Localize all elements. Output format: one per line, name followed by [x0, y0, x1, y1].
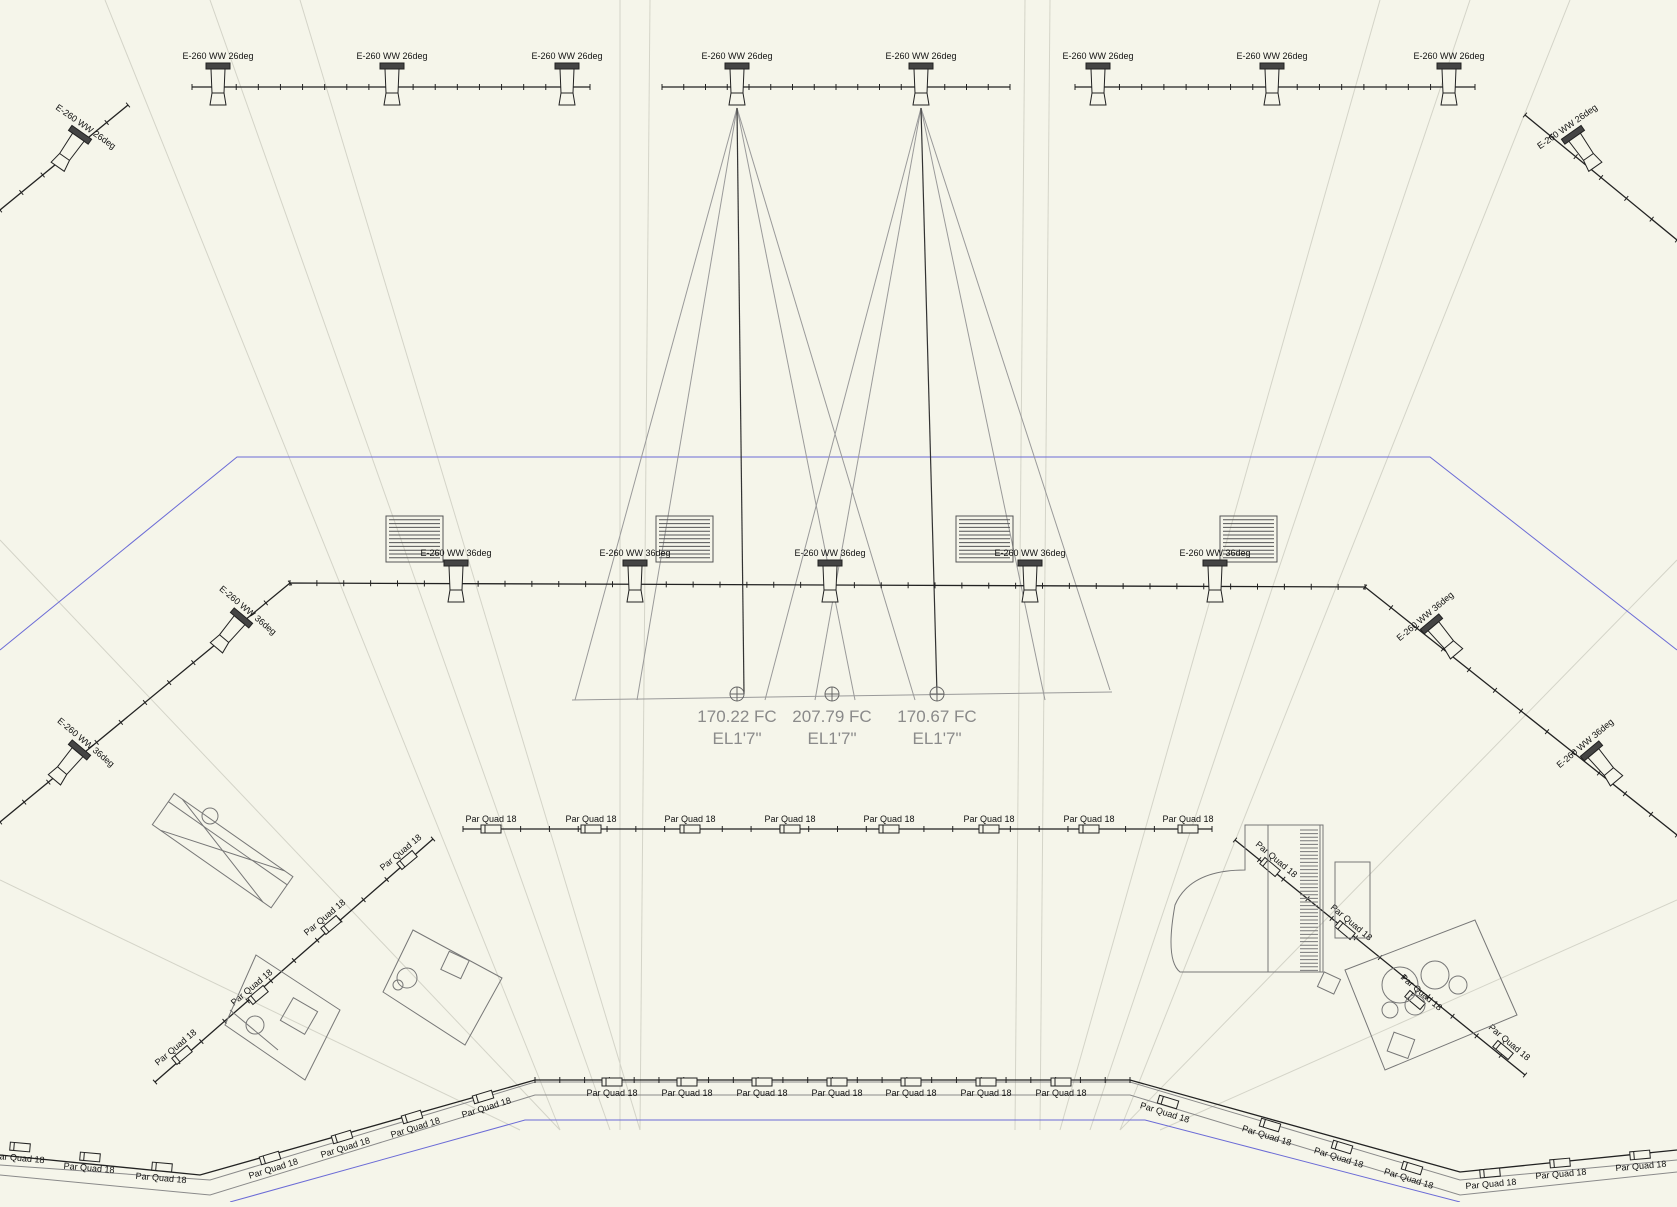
fixture-label: Par Quad 18 — [465, 814, 516, 824]
fixture-label: Par Quad 18 — [1035, 1088, 1086, 1098]
par-downstage-center-7[interactable]: Par Quad 18 — [1035, 1078, 1086, 1098]
fixture-36-mid-1[interactable]: E-260 WW 36deg — [420, 548, 491, 602]
par-downstage-center-2[interactable]: Par Quad 18 — [661, 1078, 712, 1098]
fixture-36-right-2[interactable]: E-260 WW 36deg — [1555, 717, 1644, 804]
fixture-label: E-260 WW 26deg — [531, 51, 602, 61]
fixture-26-top-8[interactable]: E-260 WW 26deg — [1413, 51, 1484, 105]
fixture-26-top-4[interactable]: E-260 WW 26deg — [701, 51, 772, 105]
fixture-36-mid-3[interactable]: E-260 WW 36deg — [794, 548, 865, 602]
par-right-diag-2[interactable]: Par Quad 18 — [1323, 902, 1374, 949]
calc-point-1[interactable]: 170.22 FC EL1'7" — [697, 687, 776, 748]
stool-right[interactable] — [1317, 972, 1340, 994]
fixture-26-top-2[interactable]: E-260 WW 26deg — [356, 51, 427, 105]
par-downstage-center-6[interactable]: Par Quad 18 — [960, 1078, 1011, 1098]
par-upstage-1[interactable]: Par Quad 18 — [465, 814, 516, 833]
par-left-diag-1[interactable]: Par Quad 18 — [153, 1027, 204, 1074]
par-right-diag-1[interactable]: Par Quad 18 — [1248, 839, 1299, 886]
fixture-label: E-260 WW 26deg — [182, 51, 253, 61]
fixture-label: E-260 WW 26deg — [356, 51, 427, 61]
fixture-26-top-7[interactable]: E-260 WW 26deg — [1236, 51, 1307, 105]
fixture-label: E-260 WW 36deg — [1179, 548, 1250, 558]
fixture-36-left-2[interactable]: E-260 WW 36deg — [27, 716, 116, 803]
fixture-label: Par Quad 18 — [1063, 814, 1114, 824]
par-left-diag-4[interactable]: Par Quad 18 — [378, 832, 429, 879]
fixture-26-diag-right[interactable]: E-260 WW 26deg — [1535, 102, 1624, 187]
par-upstage-4[interactable]: Par Quad 18 — [764, 814, 815, 833]
par-upstage-5[interactable]: Par Quad 18 — [863, 814, 914, 833]
fixture-36-right-1[interactable]: E-260 WW 36deg — [1395, 590, 1484, 677]
par-downstage-center-4[interactable]: Par Quad 18 — [811, 1078, 862, 1098]
fixture-label: E-260 WW 26deg — [54, 102, 118, 151]
par-upstage-7[interactable]: Par Quad 18 — [1063, 814, 1114, 833]
fixture-label: Par Quad 18 — [1615, 1159, 1667, 1173]
pipe-ticks — [0, 84, 1677, 1084]
fixture-label: E-260 WW 36deg — [794, 548, 865, 558]
par-downstage-left-1[interactable]: Par Quad 18 — [0, 1141, 46, 1165]
beam-centers — [737, 108, 937, 694]
platform-left[interactable] — [225, 955, 340, 1080]
fixture-label: Par Quad 18 — [963, 814, 1014, 824]
fixture-label: Par Quad 18 — [960, 1088, 1011, 1098]
calc-point-3[interactable]: 170.67 FC EL1'7" — [897, 687, 976, 748]
fixture-label: E-260 WW 26deg — [1236, 51, 1307, 61]
fixture-label: Par Quad 18 — [63, 1161, 115, 1175]
par-left-diag-3[interactable]: Par Quad 18 — [302, 897, 353, 944]
fixture-26-top-1[interactable]: E-260 WW 26deg — [182, 51, 253, 105]
par-upstage-2[interactable]: Par Quad 18 — [565, 814, 616, 833]
platform-center-left[interactable] — [383, 930, 502, 1045]
par-left-diag-2[interactable]: Par Quad 18 — [229, 967, 280, 1014]
par-upstage-8[interactable]: Par Quad 18 — [1162, 814, 1213, 833]
calc-fc-2: 207.79 FC — [792, 707, 871, 726]
fixture-label: E-260 WW 26deg — [1062, 51, 1133, 61]
calc-fc-1: 170.22 FC — [697, 707, 776, 726]
fixture-label: E-260 WW 26deg — [1535, 102, 1599, 151]
fixture-label: Par Quad 18 — [586, 1088, 637, 1098]
par-downstage-center-1[interactable]: Par Quad 18 — [586, 1078, 637, 1098]
beam-spreads — [572, 108, 1112, 700]
fixture-label: Par Quad 18 — [764, 814, 815, 824]
par-downstage-right-3[interactable]: Par Quad 18 — [1313, 1136, 1368, 1170]
fixture-label: E-260 WW 26deg — [701, 51, 772, 61]
fixture-label: Par Quad 18 — [0, 1151, 45, 1165]
par-downstage-left-6[interactable]: Par Quad 18 — [386, 1106, 441, 1140]
par-downstage-center-3[interactable]: Par Quad 18 — [736, 1078, 787, 1098]
fixture-26-top-3[interactable]: E-260 WW 26deg — [531, 51, 602, 105]
fixture-label: Par Quad 18 — [1535, 1167, 1587, 1181]
stool-left[interactable] — [202, 808, 218, 824]
fixture-label: Par Quad 18 — [565, 814, 616, 824]
fixture-36-left-1[interactable]: E-260 WW 36deg — [189, 584, 278, 671]
keyboard-left[interactable] — [152, 793, 293, 907]
calc-el-2: EL1'7" — [808, 729, 857, 748]
par-downstage-center-5[interactable]: Par Quad 18 — [885, 1078, 936, 1098]
par-downstage-left-2[interactable]: Par Quad 18 — [63, 1151, 116, 1175]
fixture-label: E-260 WW 26deg — [1413, 51, 1484, 61]
par-downstage-left-5[interactable]: Par Quad 18 — [316, 1126, 371, 1160]
calc-el-1: EL1'7" — [713, 729, 762, 748]
fixture-label: Par Quad 18 — [736, 1088, 787, 1098]
fixture-36-mid-4[interactable]: E-260 WW 36deg — [994, 548, 1065, 602]
calc-el-3: EL1'7" — [913, 729, 962, 748]
fixture-label: Par Quad 18 — [885, 1088, 936, 1098]
fixture-label: Par Quad 18 — [664, 814, 715, 824]
fixture-label: E-260 WW 26deg — [885, 51, 956, 61]
par-upstage-6[interactable]: Par Quad 18 — [963, 814, 1014, 833]
fixture-label: E-260 WW 36deg — [994, 548, 1065, 558]
fixture-36-mid-2[interactable]: E-260 WW 36deg — [599, 548, 670, 602]
fixture-36-mid-5[interactable]: E-260 WW 36deg — [1179, 548, 1250, 602]
fixture-label: Par Quad 18 — [1162, 814, 1213, 824]
fixture-26-top-5[interactable]: E-260 WW 26deg — [885, 51, 956, 105]
fixture-label: E-260 WW 36deg — [599, 548, 670, 558]
fixture-label: E-260 WW 36deg — [420, 548, 491, 558]
calc-fc-3: 170.67 FC — [897, 707, 976, 726]
fixture-26-top-6[interactable]: E-260 WW 26deg — [1062, 51, 1133, 105]
fixture-label: Par Quad 18 — [863, 814, 914, 824]
fixture-label: Par Quad 18 — [811, 1088, 862, 1098]
fixture-label: Par Quad 18 — [661, 1088, 712, 1098]
par-downstage-right-4[interactable]: Par Quad 18 — [1383, 1157, 1438, 1191]
par-upstage-3[interactable]: Par Quad 18 — [664, 814, 715, 833]
